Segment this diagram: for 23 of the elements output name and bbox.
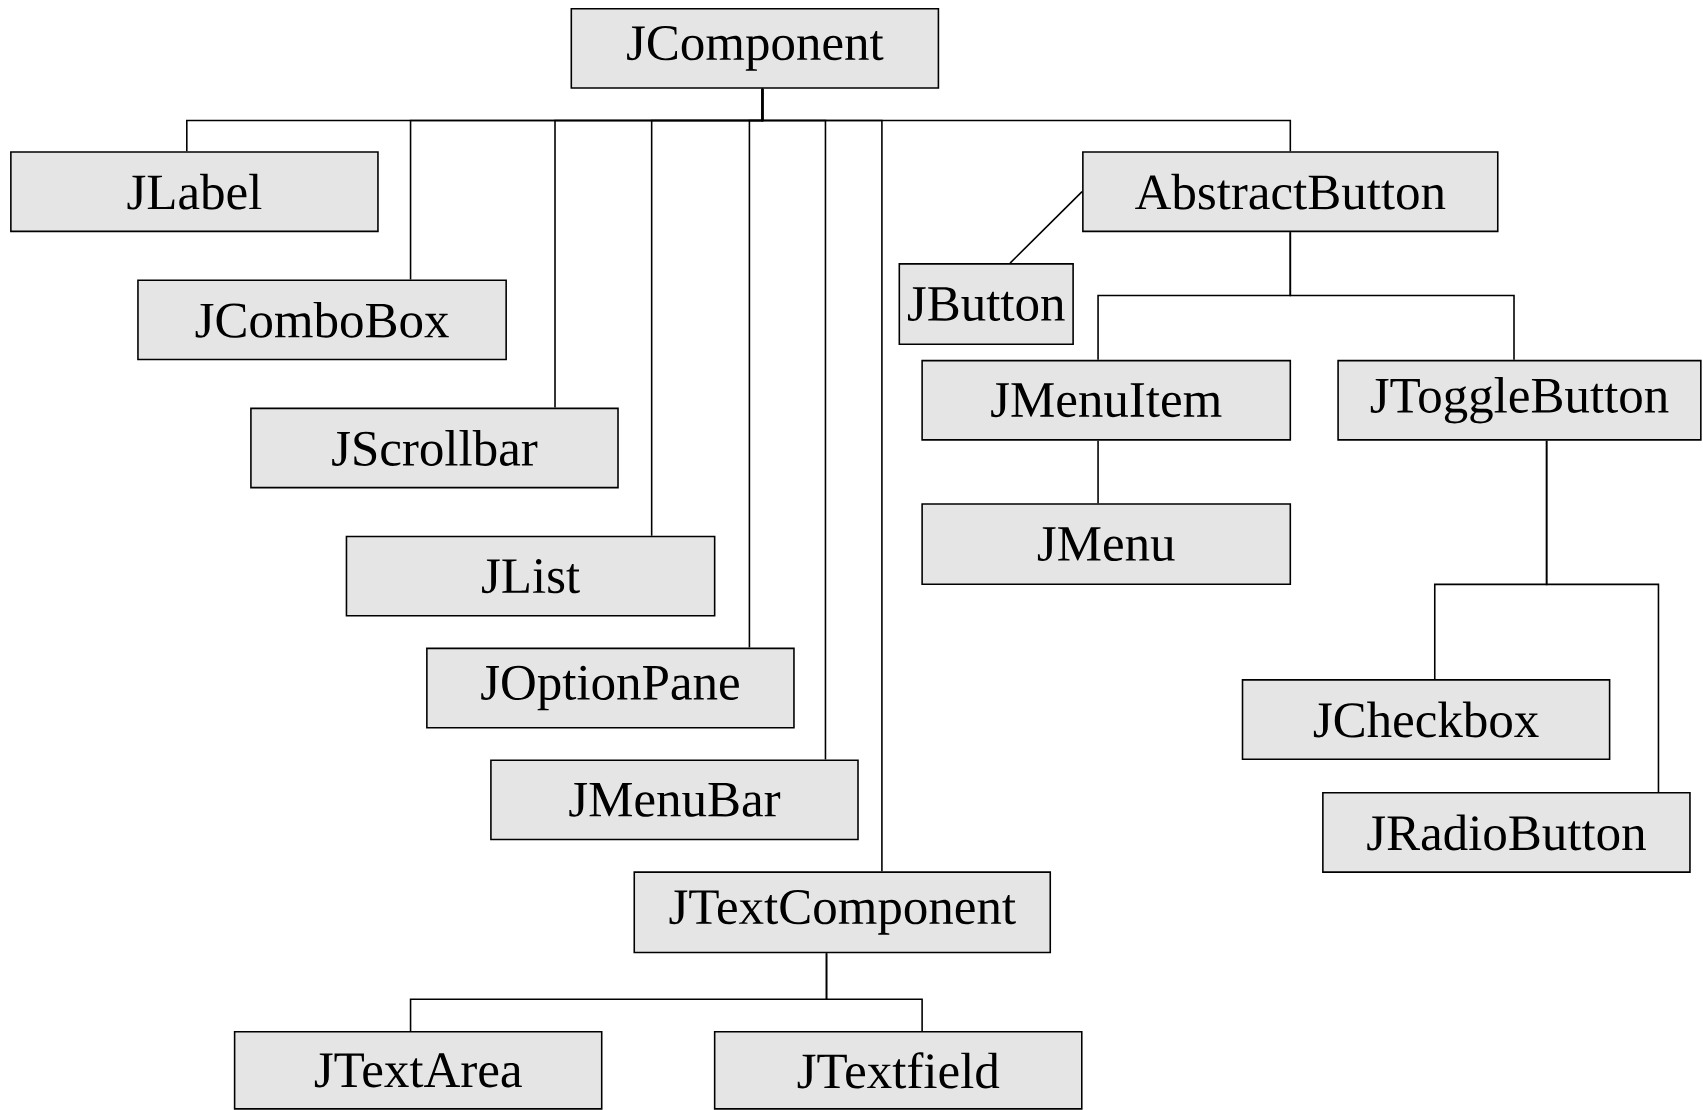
connector-line [761,87,1292,153]
connector-line [1289,231,1515,361]
class-box: JLabel [10,151,379,233]
class-box: JMenuBar [490,759,859,841]
class-box: JList [345,535,716,617]
class-box: JRadioButton [1322,792,1691,873]
connector-line [1009,190,1083,264]
class-box: JToggleButton [1337,359,1702,441]
connector-line [1097,439,1099,504]
class-box: JMenuItem [921,359,1292,441]
class-box: JCheckbox [1241,679,1611,760]
class-box: JComponent [570,7,940,89]
class-box: JTextComponent [633,871,1052,954]
class-box: AbstractButton [1082,151,1499,233]
class-box: JButton [898,263,1074,346]
class-box: JScrollbar [250,407,619,489]
class-box: JTextArea [233,1031,603,1110]
class-box: JOptionPane [426,647,795,729]
connector-line [825,952,923,1032]
class-box: JMenu [921,503,1292,586]
class-box: JComboBox [137,279,507,361]
class-box: JTextfield [713,1031,1083,1110]
connector-line [1545,439,1660,793]
